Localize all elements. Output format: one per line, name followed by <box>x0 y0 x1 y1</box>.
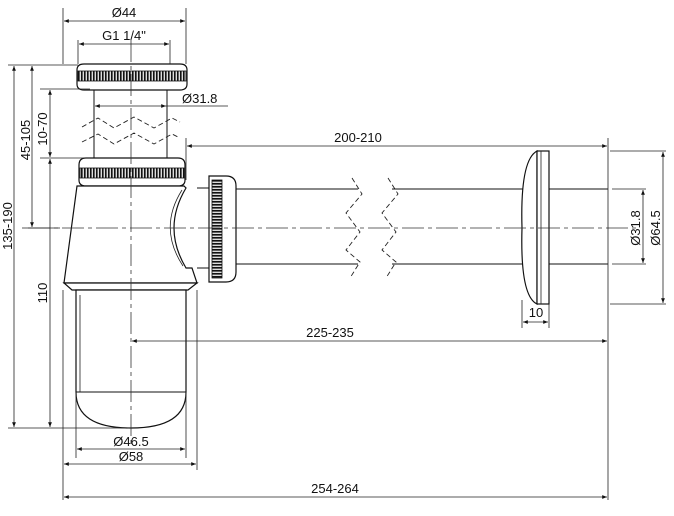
dim-total-height: 135-190 <box>0 202 15 250</box>
dim-thread: G1 1/4" <box>102 28 146 43</box>
dim-upper-height: 45-105 <box>18 120 33 160</box>
wall-flange <box>521 150 608 305</box>
wall-pipe <box>236 177 524 279</box>
dim-overall-width: 254-264 <box>311 481 359 496</box>
dim-cup-outer-diameter: Ø58 <box>119 449 144 464</box>
dim-flange-diameter: Ø64.5 <box>648 210 663 245</box>
dim-flange-thickness: 10 <box>529 305 543 320</box>
outlet-nut <box>197 175 237 283</box>
dim-axis-to-wall: 225-235 <box>306 325 354 340</box>
dim-tube-adjust: 10-70 <box>35 112 50 145</box>
dim-pipe-diameter: Ø31.8 <box>628 210 643 245</box>
dim-body-height: 110 <box>35 283 50 304</box>
dim-top-outer-diameter: Ø44 <box>112 5 137 20</box>
dim-pipe-length: 200-210 <box>334 130 382 145</box>
siphon-body <box>62 63 199 429</box>
dim-cup-inner-diameter: Ø46.5 <box>113 434 148 449</box>
dim-inlet-diameter: Ø31.8 <box>182 91 217 106</box>
